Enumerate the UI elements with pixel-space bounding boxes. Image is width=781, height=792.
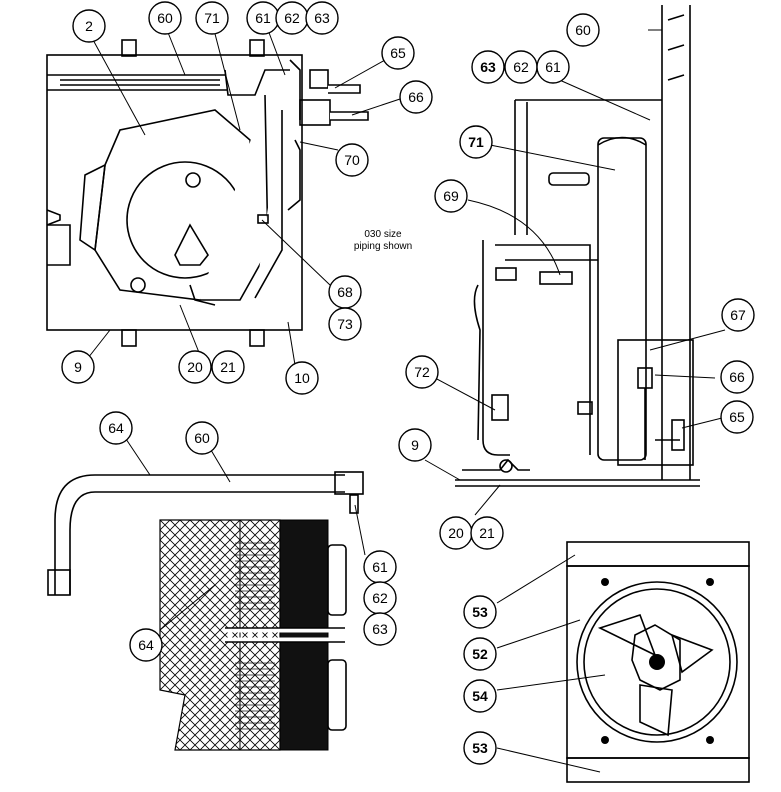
svg-text:65: 65 (390, 45, 406, 61)
svg-text:10: 10 (294, 370, 310, 386)
top-right-view (455, 5, 700, 487)
callout-66: 66 (399, 80, 433, 114)
svg-text:71: 71 (468, 134, 484, 150)
callout-61: 61 (246, 1, 280, 35)
callout-63-side: 63 (471, 50, 505, 84)
svg-text:2: 2 (85, 18, 93, 34)
callout-54: 54 (463, 679, 497, 713)
callout-62: 62 (275, 1, 309, 35)
callout-72: 72 (405, 355, 439, 389)
callout-60: 60 (148, 1, 182, 35)
svg-text:68: 68 (337, 284, 353, 300)
svg-text:63: 63 (480, 59, 496, 75)
callout-52: 52 (463, 637, 497, 671)
svg-text:21: 21 (220, 359, 236, 375)
bottom-left-view (47, 471, 364, 751)
svg-text:9: 9 (74, 359, 82, 375)
svg-text:63: 63 (372, 621, 388, 637)
svg-text:61: 61 (545, 59, 561, 75)
svg-text:64: 64 (138, 637, 154, 653)
svg-text:60: 60 (194, 430, 210, 446)
size-note-line2: piping shown (354, 241, 412, 252)
callout-21: 21 (211, 350, 245, 384)
callout-64-mesh: 64 (129, 628, 163, 662)
callout-60-coil: 60 (185, 421, 219, 455)
callout-53-top: 53 (463, 595, 497, 629)
callout-63: 63 (305, 1, 339, 35)
svg-text:69: 69 (443, 188, 459, 204)
svg-text:62: 62 (372, 590, 388, 606)
callout-53-bottom: 53 (463, 731, 497, 765)
svg-text:61: 61 (372, 559, 388, 575)
callout-62-side: 62 (504, 50, 538, 84)
callout-71-side: 71 (459, 125, 493, 159)
svg-text:67: 67 (730, 307, 746, 323)
callout-64-coil: 64 (99, 411, 133, 445)
svg-text:63: 63 (314, 10, 330, 26)
svg-text:70: 70 (344, 152, 360, 168)
callout-63-coil: 63 (363, 612, 397, 646)
callout-70: 70 (335, 143, 369, 177)
svg-text:66: 66 (408, 89, 424, 105)
callout-60-side: 60 (566, 13, 600, 47)
svg-text:20: 20 (187, 359, 203, 375)
svg-text:71: 71 (204, 10, 220, 26)
callout-20: 20 (178, 350, 212, 384)
svg-text:73: 73 (337, 316, 353, 332)
svg-text:62: 62 (513, 59, 529, 75)
svg-text:72: 72 (414, 364, 430, 380)
svg-text:62: 62 (284, 10, 300, 26)
callout-10: 10 (285, 361, 319, 395)
callout-9: 9 (61, 350, 95, 384)
callout-9-side: 9 (398, 428, 432, 462)
callout-68: 68 (328, 275, 362, 309)
svg-text:65: 65 (729, 409, 745, 425)
callout-2: 2 (72, 9, 106, 43)
svg-text:9: 9 (411, 437, 419, 453)
svg-text:53: 53 (472, 740, 488, 756)
top-left-view (46, 39, 369, 347)
svg-text:53: 53 (472, 604, 488, 620)
leader-lines (87, 29, 726, 773)
callout-61-side: 61 (536, 50, 570, 84)
svg-text:20: 20 (448, 525, 464, 541)
callout-69: 69 (434, 179, 468, 213)
callout-21-side: 21 (470, 516, 504, 550)
callout-61-coil: 61 (363, 550, 397, 584)
svg-text:54: 54 (472, 688, 488, 704)
svg-text:60: 60 (157, 10, 173, 26)
size-note-line1: 030 size (364, 229, 402, 240)
callout-71: 71 (195, 1, 229, 35)
callout-73: 73 (328, 307, 362, 341)
svg-text:64: 64 (108, 420, 124, 436)
svg-text:61: 61 (255, 10, 271, 26)
callout-65: 65 (381, 36, 415, 70)
svg-text:60: 60 (575, 22, 591, 38)
callout-65-side: 65 (720, 400, 754, 434)
callout-66-side: 66 (720, 360, 754, 394)
callout-20-side: 20 (439, 516, 473, 550)
bottom-right-view (566, 541, 750, 783)
callout-67: 67 (721, 298, 755, 332)
svg-text:21: 21 (479, 525, 495, 541)
svg-text:52: 52 (472, 646, 488, 662)
svg-text:66: 66 (729, 369, 745, 385)
callout-62-coil: 62 (363, 581, 397, 615)
